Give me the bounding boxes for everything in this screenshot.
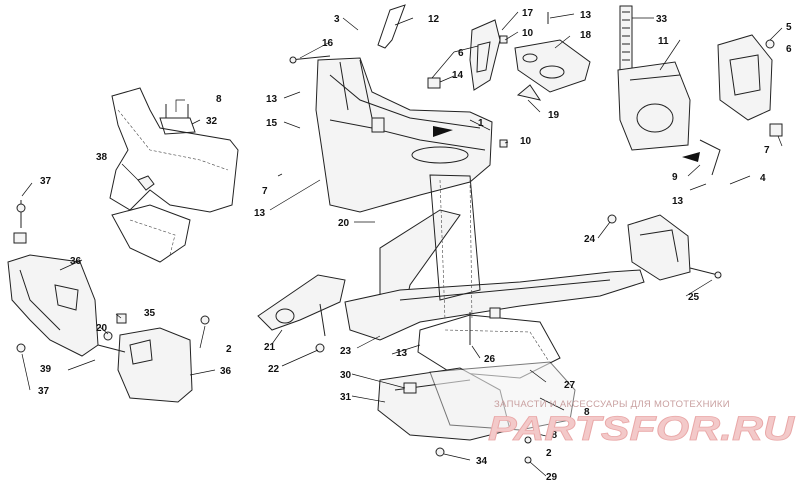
callout-6: 6 [458, 48, 464, 59]
callout-13: 13 [254, 208, 266, 219]
callout-39: 39 [40, 364, 52, 375]
callout-35: 35 [144, 308, 156, 319]
upper-right-housing [617, 5, 783, 176]
front-bulkhead-frame [289, 55, 493, 213]
callout-37: 37 [40, 176, 52, 187]
callout-10: 10 [522, 28, 534, 39]
callout-5: 5 [786, 22, 792, 33]
callout-16: 16 [322, 38, 334, 49]
callout-20: 20 [338, 218, 350, 229]
callout-24: 24 [584, 234, 596, 245]
callout-18: 18 [580, 30, 592, 41]
callout-23: 23 [340, 346, 352, 357]
callout-37: 37 [38, 386, 50, 397]
callout-7: 7 [764, 145, 770, 156]
callout-2: 2 [226, 344, 232, 355]
callout-labels: 1 2 2 3 4 5 6 6 7 7 8 8 9 10 10 11 12 13… [38, 8, 792, 483]
callout-10: 10 [520, 136, 532, 147]
callout-22: 22 [268, 364, 280, 375]
leader-lines [21, 11, 783, 477]
upper-center-brackets [377, 4, 591, 148]
callout-4: 4 [760, 173, 766, 184]
lower-left-skid-brackets [7, 200, 210, 403]
callout-14: 14 [452, 70, 464, 81]
callout-17: 17 [522, 8, 534, 19]
callout-13: 13 [266, 94, 278, 105]
callout-2: 2 [546, 448, 552, 459]
right-lower-bracket [607, 214, 722, 281]
callout-31: 31 [340, 392, 352, 403]
upper-left-bracket-assembly [109, 87, 239, 263]
callout-15: 15 [266, 118, 278, 129]
callout-30: 30 [340, 370, 352, 381]
callout-19: 19 [548, 110, 560, 121]
callout-13: 13 [672, 196, 684, 207]
callout-34: 34 [476, 456, 488, 467]
callout-21: 21 [264, 342, 276, 353]
callout-20: 20 [96, 323, 108, 334]
skid-plate [377, 361, 576, 464]
callout-28: 28 [546, 430, 558, 441]
callout-32: 32 [206, 116, 218, 127]
callout-6: 6 [786, 44, 792, 55]
watermark-caption: ЗАПЧАСТИ И АКСЕССУАРЫ ДЛЯ МОТОТЕХНИКИ [494, 399, 730, 410]
callout-12: 12 [428, 14, 440, 25]
callout-13: 13 [396, 348, 408, 359]
callout-38: 38 [96, 152, 108, 163]
callout-26: 26 [484, 354, 496, 365]
callout-36: 36 [220, 366, 232, 377]
lower-main-frame [257, 174, 645, 379]
callout-13: 13 [580, 10, 592, 21]
callout-8: 8 [584, 407, 590, 418]
callout-7: 7 [262, 186, 268, 197]
callout-8: 8 [216, 94, 222, 105]
callout-3: 3 [334, 14, 340, 25]
callout-9: 9 [672, 172, 678, 183]
callout-27: 27 [564, 380, 576, 391]
callout-33: 33 [656, 14, 668, 25]
callout-29: 29 [546, 472, 558, 483]
callout-11: 11 [658, 36, 669, 47]
callout-1: 1 [478, 118, 484, 129]
callout-36: 36 [70, 256, 82, 267]
watermark: ЗАПЧАСТИ И АКСЕССУАРЫ ДЛЯ МОТОТЕХНИКИ PA… [488, 399, 797, 448]
callout-25: 25 [688, 292, 700, 303]
watermark-brand: PARTSFOR.RU [488, 410, 796, 448]
